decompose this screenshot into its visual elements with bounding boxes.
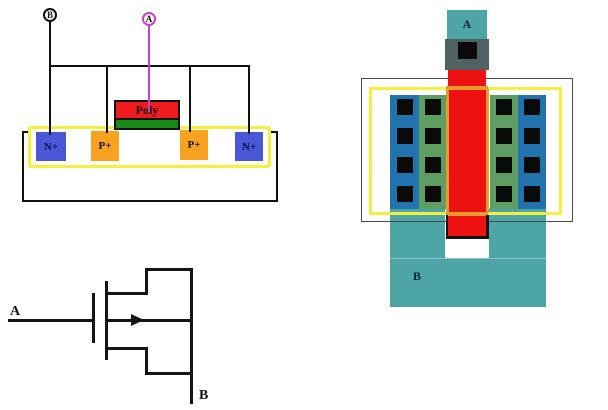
schematic-panel: A B — [0, 240, 230, 410]
pdiff-column-right — [490, 95, 518, 209]
contact-icon — [496, 157, 512, 173]
schematic-a-label: A — [10, 304, 21, 319]
contact-icon — [496, 99, 512, 115]
implant-edge-top — [446, 86, 488, 90]
poly-gate: Poly — [116, 102, 178, 120]
drain-riser-line — [145, 269, 148, 295]
metal-b-right-leg — [489, 209, 546, 258]
gate-lead-line — [8, 319, 92, 322]
nplus-region-left: N+ — [36, 132, 66, 161]
contact-icon — [396, 186, 413, 202]
poly-strip — [448, 70, 486, 238]
contact-icon — [425, 157, 441, 173]
implant-edge-bottom — [446, 212, 488, 216]
cross-section-panel: N+ P+ P+ N+ Poly B A — [0, 0, 330, 230]
terminal-b-circle: B — [43, 8, 57, 22]
terminal-a-circle: A — [142, 12, 156, 26]
pplus-region-left: P+ — [91, 131, 119, 161]
gate-bar — [91, 293, 95, 343]
poly-edge-right — [486, 215, 489, 238]
poly-edge-left — [445, 215, 448, 238]
wire-b-vertical — [48, 20, 52, 135]
source-lead-line — [105, 347, 148, 350]
nplus-region-right: N+ — [235, 132, 263, 161]
bulk-arrow-icon — [131, 314, 144, 326]
wire-drop-pplus-left — [105, 65, 108, 133]
drain-top-line — [145, 268, 193, 271]
source-bottom-line — [145, 372, 193, 375]
layout-panel: B — [350, 0, 590, 320]
contact-icon — [496, 186, 512, 202]
bulk-lead-line — [105, 319, 192, 322]
contact-icon — [425, 99, 441, 115]
poly-gate-stack: Poly — [114, 100, 180, 130]
contact-icon — [524, 186, 540, 202]
ndiff-column-left — [390, 95, 419, 209]
contact-icon — [425, 128, 441, 144]
metal-b-left-leg — [390, 209, 445, 258]
contact-icon — [496, 128, 512, 144]
contact-icon — [524, 128, 540, 144]
contact-icon — [396, 157, 413, 173]
contact-icon — [425, 186, 441, 202]
implant-edge-left — [445, 89, 449, 213]
via-contact-icon — [458, 42, 477, 59]
via-box — [445, 39, 489, 70]
contact-icon — [524, 157, 540, 173]
metal-b-seam — [390, 258, 546, 259]
schematic-b-label: B — [199, 388, 209, 403]
wire-a-to-gate — [147, 25, 151, 112]
metal-b-bottom-block — [390, 258, 546, 307]
wire-drop-pplus-right — [189, 65, 192, 132]
pplus-region-right: P+ — [180, 130, 208, 160]
drain-lead-line — [105, 292, 148, 295]
source-drop-line — [145, 348, 148, 375]
contact-icon — [396, 99, 413, 115]
poly-edge-bottom — [445, 236, 489, 239]
metal-a-pad: A — [447, 10, 487, 39]
contact-icon — [396, 128, 413, 144]
contact-icon — [524, 99, 540, 115]
common-right-line — [190, 268, 193, 404]
implant-edge-right — [485, 89, 489, 213]
ndiff-column-right — [518, 95, 546, 209]
wire-drop-nplus-right — [247, 65, 250, 134]
layout-b-label: B — [413, 269, 422, 283]
pdiff-column-left — [419, 95, 447, 209]
